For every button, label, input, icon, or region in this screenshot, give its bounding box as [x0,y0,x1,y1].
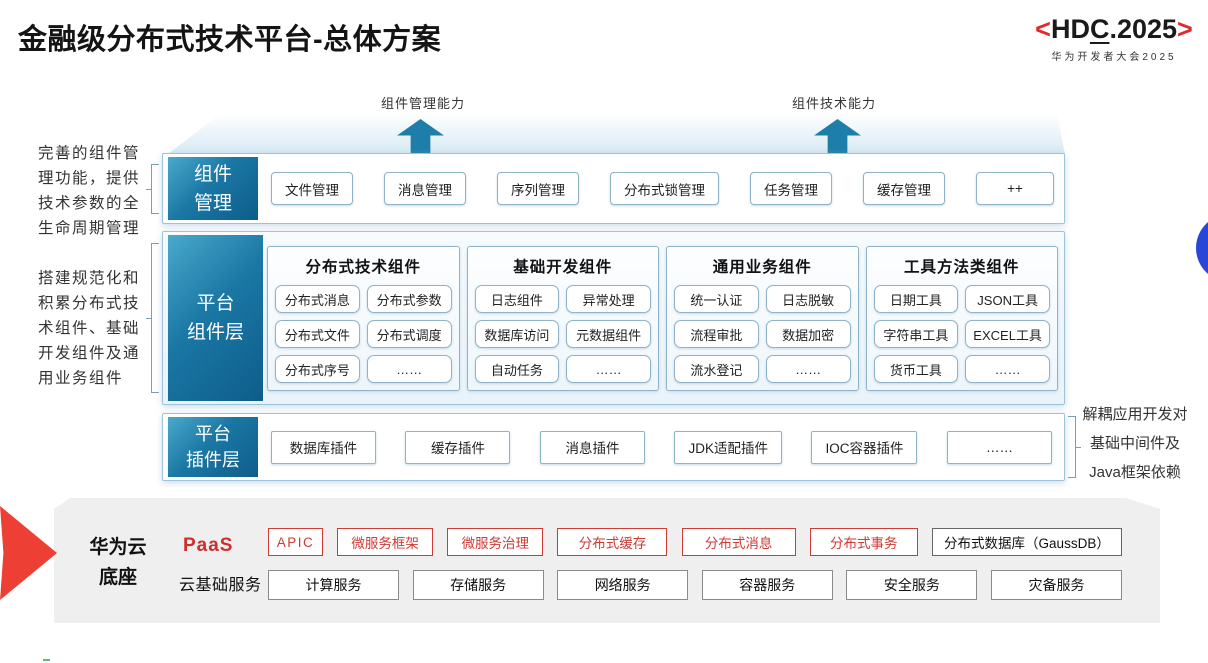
plugin-item: JDK适配插件 [674,430,782,464]
foundation-label: 华为云 底座 [89,537,147,588]
cloud-item: 存储服务 [412,570,544,600]
component-cell: 统一认证 [674,285,759,313]
note-component-management: 完善的组件管 理功能，提供 技术参数的全 生命周期管理 [38,145,141,237]
paas-item: 微服务框架 [337,528,434,556]
management-item: 文件管理 [271,172,353,205]
management-item: 任务管理 [750,172,832,205]
component-cell: 分布式参数 [366,285,452,313]
plugin-item: 数据库插件 [271,430,376,464]
component-cell: 元数据组件 [566,320,651,348]
component-cell: 日志组件 [474,285,560,313]
paas-item: 分布式缓存 [557,528,668,556]
group-title: 基础开发组件 [513,259,613,276]
hdc-logo-text: <HDC.2025> [1035,14,1193,44]
paas-item: APIC [268,528,323,556]
row-platform-plugins: 平台 插件层 数据库插件 缓存插件 消息插件 JDK适配插件 IOC容器插件 …… [162,413,1065,481]
green-dash-decoration [43,659,50,661]
management-item-more: ++ [976,172,1054,205]
arrow-label-management: 组件管理能力 [381,96,466,111]
plugin-item: IOC容器插件 [811,430,918,464]
component-cell: 日志脱敏 [765,285,851,313]
paas-item-gaussdb: 分布式数据库（GaussDB） [931,528,1122,556]
group-utility-tools: 工具方法类组件 日期工具 JSON工具 字符串工具 EXCEL工具 货币工具 …… [865,246,1058,391]
group-common-business: 通用业务组件 统一认证 日志脱敏 流程审批 数据加密 流水登记 …… [666,246,859,391]
management-item: 序列管理 [497,172,579,205]
blue-circle-decoration [1196,214,1208,282]
note-platform-components: 搭建规范化和 积累分布式技 术组件、基础 开发组件及通 用业务组件 [38,270,141,387]
right-bracket-icon [1068,416,1081,478]
logo-left-angle-icon: < [1035,14,1051,44]
component-groups: 分布式技术组件 分布式消息 分布式参数 分布式文件 分布式调度 分布式序号 ……… [267,246,1058,391]
management-item: 缓存管理 [863,172,945,205]
component-cell-more: …… [366,355,452,383]
paas-item: 分布式事务 [809,528,918,556]
row-label-component-management: 组件 管理 [168,157,258,220]
component-cell: JSON工具 [965,285,1050,313]
cloud-item: 灾备服务 [990,570,1122,600]
component-cell: 数据加密 [765,320,851,348]
management-item: 分布式锁管理 [610,172,719,205]
row-component-management: 组件 管理 文件管理 消息管理 序列管理 分布式锁管理 任务管理 缓存管理 ++ [162,153,1065,224]
note-decoupling: 解耦应用开发对 基础中间件及 Java框架依赖 [1082,406,1188,481]
plugin-items: 数据库插件 缓存插件 消息插件 JDK适配插件 IOC容器插件 …… [271,414,1052,480]
group-distributed-tech: 分布式技术组件 分布式消息 分布式参数 分布式文件 分布式调度 分布式序号 …… [267,246,460,391]
paas-label: PaaS [183,535,234,556]
cloud-item: 安全服务 [846,570,978,600]
plugin-item: 缓存插件 [405,430,511,464]
arrow-label-technology: 组件技术能力 [792,96,877,111]
component-cell: 分布式调度 [366,320,452,348]
component-management-items: 文件管理 消息管理 序列管理 分布式锁管理 任务管理 缓存管理 ++ [271,154,1054,223]
plugin-item-more: …… [946,430,1052,464]
component-cell: 日期工具 [873,285,959,313]
component-cell: 分布式文件 [275,320,360,348]
component-cell: EXCEL工具 [965,320,1050,348]
management-item: 消息管理 [384,172,466,205]
group-title: 工具方法类组件 [903,259,1020,276]
left-bracket-icon [146,164,159,214]
left-bracket-icon [146,243,159,393]
page-title: 金融级分布式技术平台-总体方案 [18,24,442,56]
row-platform-components: 平台 组件层 分布式技术组件 分布式消息 分布式参数 分布式文件 分布式调度 分… [162,231,1065,405]
hdc-logo-subtitle: 华为开发者大会2025 [1051,52,1177,63]
red-arrow-icon [0,506,57,600]
roof-gradient-decoration [168,114,1065,154]
cloud-services-label: 云基础服务 [179,577,262,594]
huawei-cloud-foundation [54,498,1160,623]
component-cell: 流程审批 [674,320,759,348]
component-cell: 自动任务 [474,355,560,383]
component-cell-more: …… [765,355,851,383]
component-cell-more: …… [965,355,1050,383]
group-title: 分布式技术组件 [305,259,421,276]
component-cell: 货币工具 [873,355,959,383]
logo-right-angle-icon: > [1177,14,1193,44]
cloud-item: 网络服务 [557,570,689,600]
plugin-item: 消息插件 [539,430,645,464]
component-cell-more: …… [566,355,651,383]
group-basic-dev: 基础开发组件 日志组件 异常处理 数据库访问 元数据组件 自动任务 …… [466,246,659,391]
component-cell: 流水登记 [674,355,759,383]
component-cell: 字符串工具 [873,320,959,348]
row-label-platform-plugins: 平台 插件层 [168,417,258,477]
cloud-item: 容器服务 [701,570,833,600]
paas-item: 微服务治理 [447,528,544,556]
component-cell: 异常处理 [566,285,651,313]
row-label-platform-components: 平台 组件层 [168,235,263,401]
component-cell: 分布式序号 [275,355,360,383]
hdc-logo: <HDC.2025> 华为开发者大会2025 [1025,14,1203,63]
cloud-item: 计算服务 [268,570,399,600]
paas-services: APIC 微服务框架 微服务治理 分布式缓存 分布式消息 分布式事务 分布式数据… [268,528,1122,556]
component-cell: 分布式消息 [275,285,360,313]
paas-item: 分布式消息 [681,528,796,556]
cloud-services: 计算服务 存储服务 网络服务 容器服务 安全服务 灾备服务 [268,570,1122,600]
group-title: 通用业务组件 [712,259,812,276]
component-cell: 数据库访问 [474,320,560,348]
